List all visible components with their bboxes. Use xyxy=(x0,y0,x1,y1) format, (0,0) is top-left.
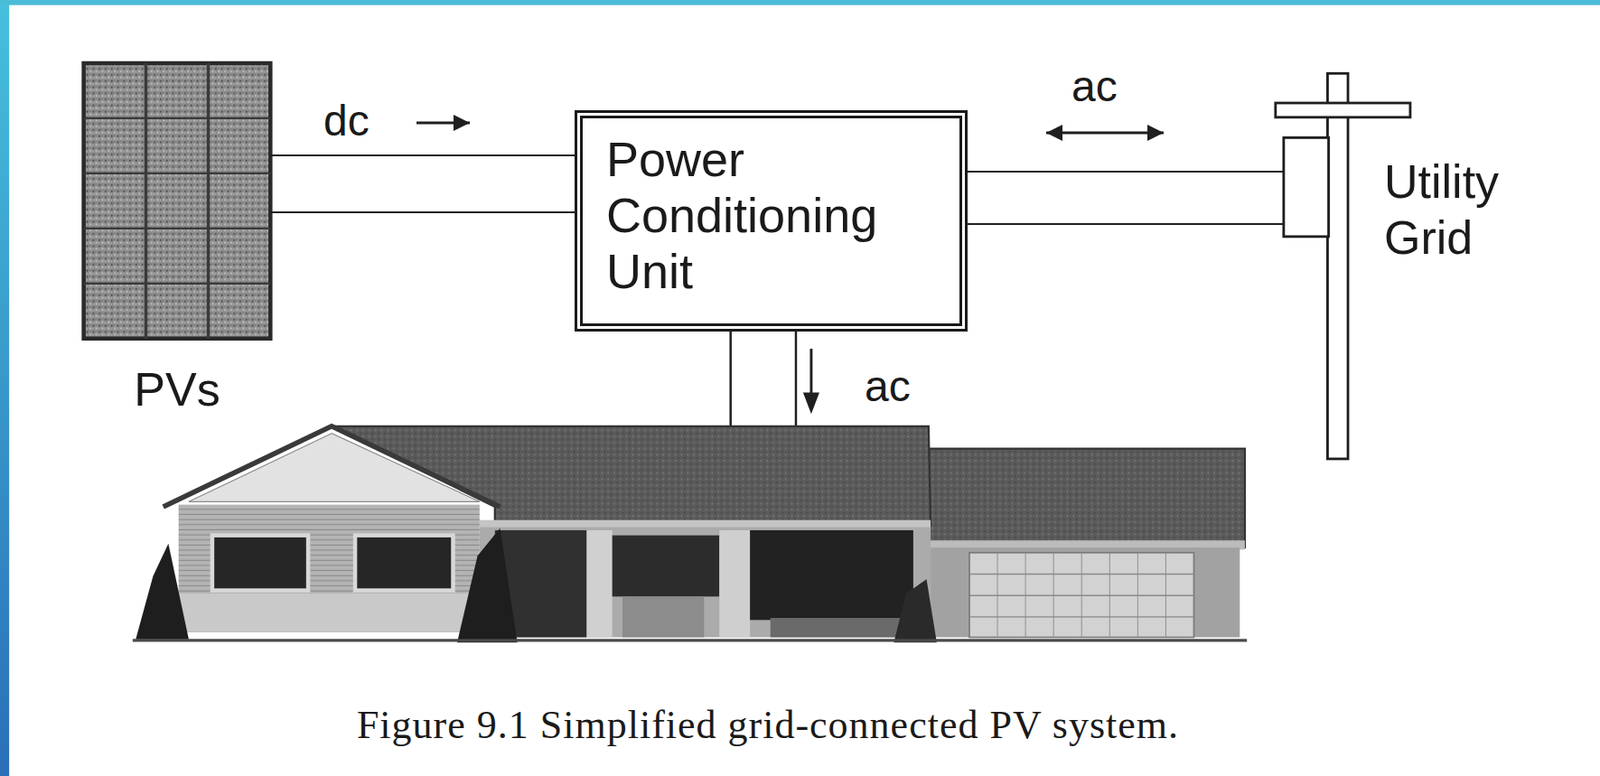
dc-link xyxy=(270,122,575,213)
edge-label: ac xyxy=(1069,59,1120,114)
pv-panel xyxy=(84,227,272,230)
flow-arrow xyxy=(416,121,470,125)
house xyxy=(356,537,451,589)
pv-array: PVs xyxy=(84,63,271,418)
pv-panel xyxy=(84,63,272,339)
figure-caption: Figure 9.1 Simplified grid-connected PV … xyxy=(135,701,1401,750)
house xyxy=(188,433,480,503)
house xyxy=(612,535,721,598)
house-feed-wire xyxy=(729,331,731,427)
house xyxy=(586,530,612,638)
pv-panel xyxy=(144,63,148,339)
house xyxy=(132,426,1247,643)
house xyxy=(969,552,1194,638)
utility-grid: Utility Grid xyxy=(1283,73,1519,462)
pv-panel xyxy=(84,282,272,285)
node-text: PVs xyxy=(84,361,271,418)
slide-border xyxy=(0,0,1600,6)
utility-pole xyxy=(1283,137,1329,236)
wire xyxy=(270,211,575,214)
utility-pole xyxy=(1327,73,1348,459)
house xyxy=(1081,552,1083,638)
wire xyxy=(967,223,1284,225)
wire xyxy=(967,170,1284,173)
house xyxy=(214,537,307,589)
house xyxy=(770,617,902,637)
house xyxy=(1137,552,1139,638)
house-feed-arrow xyxy=(803,392,820,415)
house-feed-arrow xyxy=(809,348,813,396)
wire xyxy=(270,154,575,157)
house xyxy=(178,593,480,633)
house xyxy=(749,530,914,620)
house xyxy=(1053,552,1055,638)
house xyxy=(135,543,189,640)
house xyxy=(1109,552,1111,638)
slide-border xyxy=(0,0,10,776)
utility-pole xyxy=(1275,102,1411,118)
node-text: Utility Grid xyxy=(1384,153,1520,266)
house xyxy=(893,579,936,643)
house xyxy=(969,552,1194,638)
flow-arrow xyxy=(1046,131,1164,135)
ac-link xyxy=(967,132,1284,225)
house xyxy=(479,527,931,638)
house xyxy=(622,596,704,637)
house-feed-wire xyxy=(795,331,797,427)
house xyxy=(997,552,999,638)
pv-panel xyxy=(84,63,272,339)
house xyxy=(163,426,501,507)
pv-panel xyxy=(84,63,272,339)
node-text: Power Conditioning Unit xyxy=(606,130,932,300)
utility-pole xyxy=(1275,73,1411,459)
house xyxy=(132,638,1247,642)
pv-panel xyxy=(206,63,210,339)
house-feed-arrow xyxy=(803,348,820,414)
pv-panel xyxy=(84,117,272,120)
power-conditioning-unit: Power Conditioning Unit xyxy=(574,110,968,332)
house xyxy=(928,449,1245,548)
house xyxy=(353,533,456,592)
edge-label: dc xyxy=(321,93,372,149)
house xyxy=(930,547,1240,637)
house xyxy=(457,528,518,643)
pv-panel xyxy=(84,172,272,175)
ac-label: ac xyxy=(862,359,913,414)
house xyxy=(1025,552,1027,638)
house xyxy=(1165,552,1167,638)
house xyxy=(719,530,750,638)
house-feed-wire xyxy=(730,331,796,427)
house xyxy=(210,533,311,592)
house xyxy=(178,505,480,633)
